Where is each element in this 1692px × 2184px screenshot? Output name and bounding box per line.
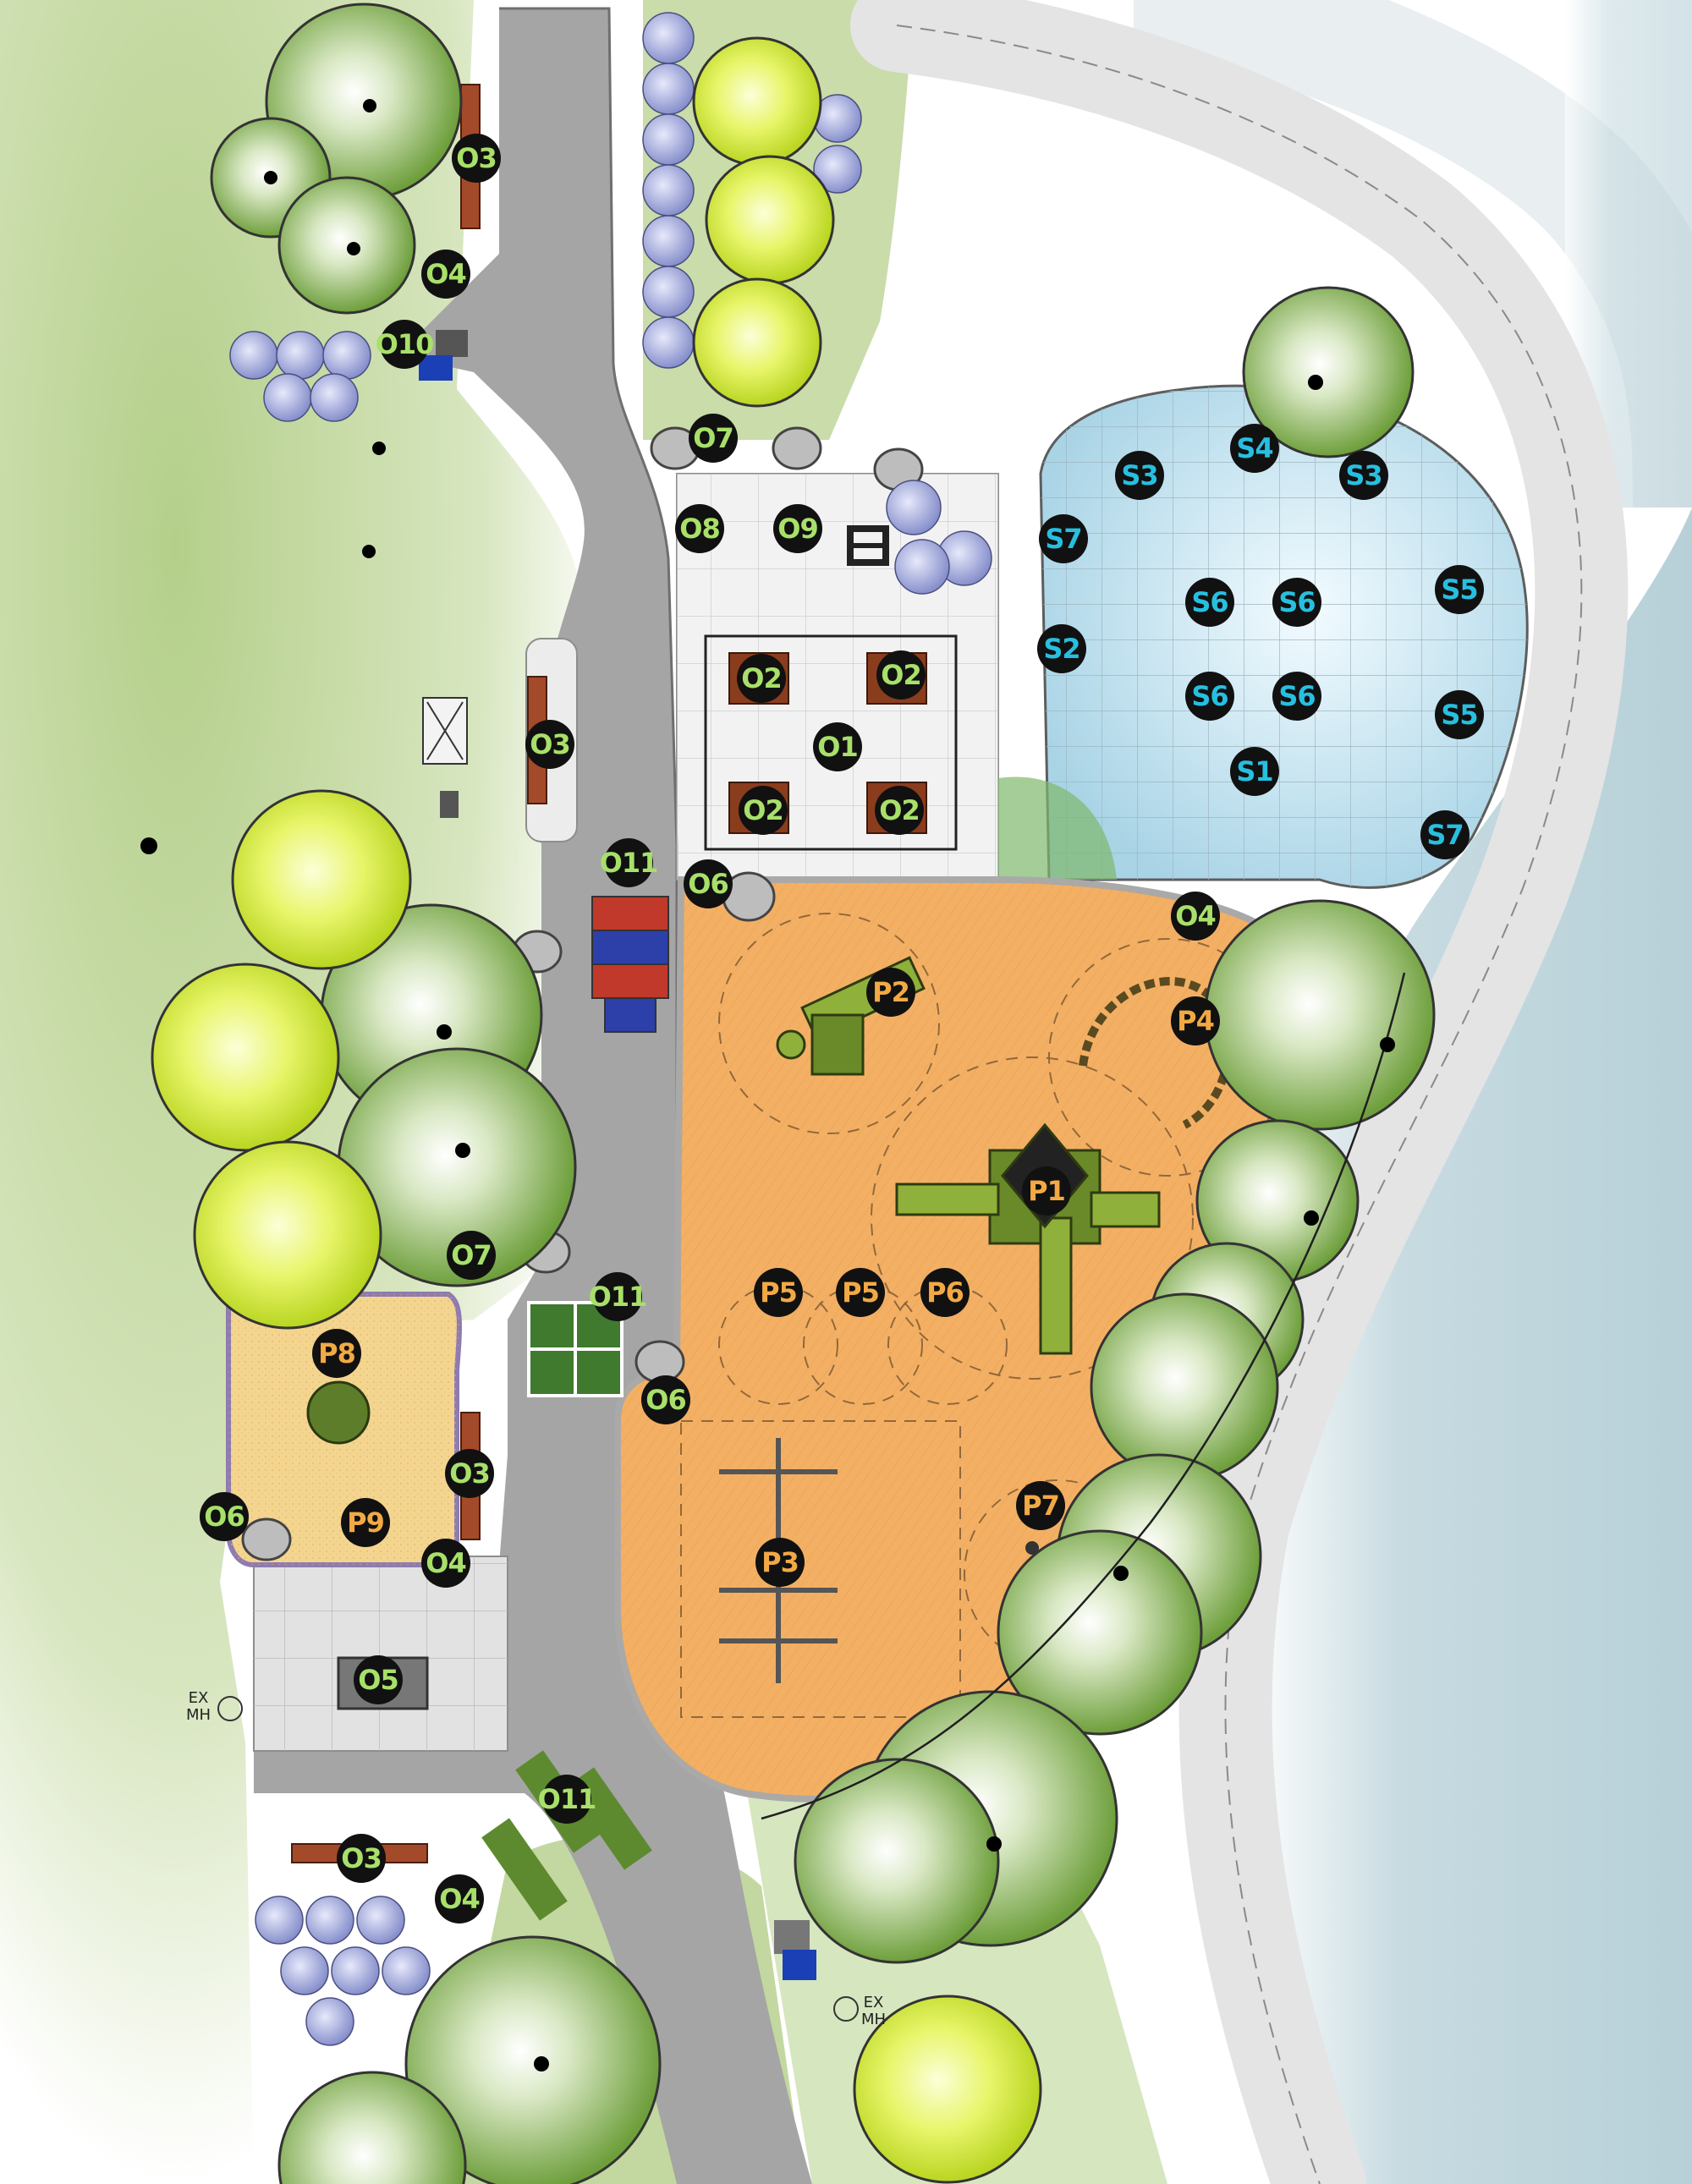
label-s5-north: S5 <box>1435 565 1484 614</box>
label-p2: P2 <box>866 968 915 1017</box>
label-o5: O5 <box>354 1655 403 1704</box>
label-s4: S4 <box>1230 424 1279 473</box>
label-p5-right: P5 <box>836 1268 885 1317</box>
utility-line <box>761 972 1406 1820</box>
label-p9: P9 <box>341 1498 390 1547</box>
label-o11-court: O11 <box>589 1272 647 1321</box>
geodome <box>306 1380 371 1445</box>
road <box>254 8 812 2184</box>
label-o2-nw: O2 <box>737 654 786 703</box>
label-o9: O9 <box>773 504 822 553</box>
label-o1: O1 <box>813 722 862 771</box>
label-o6-road: O6 <box>641 1375 690 1424</box>
label-p4: P4 <box>1171 996 1220 1045</box>
label-p6: P6 <box>920 1268 970 1317</box>
label-p1: P1 <box>1022 1166 1071 1215</box>
label-s6-se: S6 <box>1272 672 1321 721</box>
shrub-group <box>229 12 992 2046</box>
label-s6-ne: S6 <box>1272 578 1321 627</box>
manhole-note-west: EX MH <box>186 1689 212 1724</box>
label-o3-shelter: O3 <box>525 720 574 769</box>
label-o2-se: O2 <box>875 786 924 835</box>
label-o7-west: O7 <box>447 1231 496 1280</box>
picnic-area <box>704 634 958 851</box>
manhole-south <box>833 1996 859 2022</box>
label-o2-ne: O2 <box>876 650 926 700</box>
label-o11-hopscotch: O11 <box>600 838 658 887</box>
label-s6-nw: S6 <box>1185 578 1234 627</box>
label-o3-south: O3 <box>337 1834 386 1883</box>
label-s3-left: S3 <box>1115 451 1164 500</box>
label-p3: P3 <box>755 1538 805 1587</box>
label-s2: S2 <box>1037 624 1086 673</box>
label-o7-north: O7 <box>689 414 738 463</box>
label-o3-totlot: O3 <box>445 1449 494 1498</box>
manhole-note-south: EX MH <box>861 1994 887 2028</box>
label-o3-north: O3 <box>452 134 501 183</box>
manhole-west <box>217 1696 243 1721</box>
utility-box <box>436 330 468 357</box>
label-o6-totlot: O6 <box>200 1492 249 1541</box>
label-s5-south: S5 <box>1435 690 1484 739</box>
hopscotch <box>591 896 669 1033</box>
label-o4-totlot: O4 <box>421 1539 470 1588</box>
label-p5-left: P5 <box>754 1268 803 1317</box>
label-o6-plaza: O6 <box>684 859 733 908</box>
label-s1: S1 <box>1230 747 1279 796</box>
label-s7-south: S7 <box>1420 810 1470 859</box>
label-o2-sw: O2 <box>739 786 788 835</box>
label-o4-south: O4 <box>435 1874 484 1923</box>
label-o4-playground: O4 <box>1171 892 1220 941</box>
label-s3-right: S3 <box>1339 451 1388 500</box>
label-p8: P8 <box>312 1329 361 1378</box>
ornamental-trees <box>151 36 1042 2184</box>
label-o8: O8 <box>675 504 724 553</box>
label-o11-crosswalk: O11 <box>538 1775 596 1824</box>
label-o4-north: O4 <box>421 250 470 299</box>
tree-canopies <box>210 3 1436 2184</box>
label-p7: P7 <box>1016 1481 1065 1530</box>
pond-water <box>1244 508 1692 2184</box>
label-o10: O10 <box>376 320 434 369</box>
label-s6-sw: S6 <box>1185 672 1234 721</box>
label-s7-north: S7 <box>1039 514 1088 563</box>
